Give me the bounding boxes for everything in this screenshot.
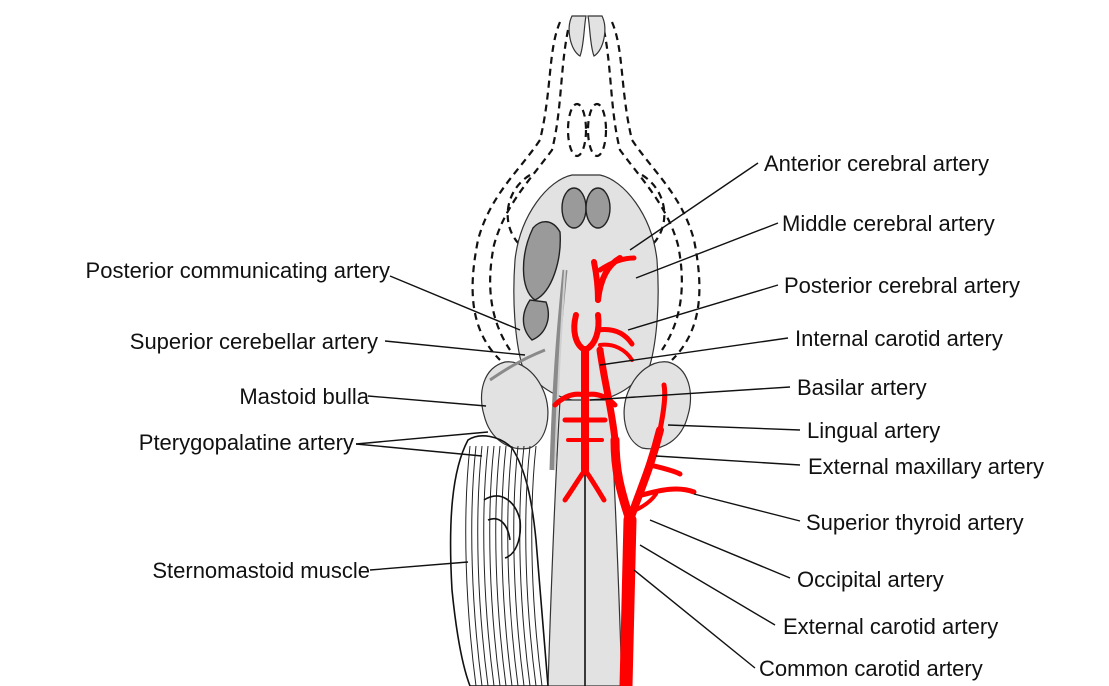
muscle-fiber-line (508, 446, 518, 686)
label-common-carotid-artery: Common carotid artery (759, 656, 983, 681)
muscle-fiber-line (472, 446, 482, 686)
label-internal-carotid-artery: Internal carotid artery (795, 326, 1003, 351)
common-carotid-artery-segment (626, 520, 630, 686)
leader-lingual (668, 425, 800, 430)
muscle-fiber-line (526, 446, 536, 686)
muscle-fiber-line (490, 446, 500, 686)
label-pterygopalatine-artery: Pterygopalatine artery (139, 430, 354, 455)
muscle-fiber-line (520, 446, 530, 686)
internal-carotid-artery-segment (615, 440, 630, 520)
muscle-fiber-line (478, 446, 488, 686)
leader-external-carotid (640, 545, 775, 625)
leader-common-carotid (634, 570, 755, 668)
muscle-fiber-line (532, 446, 542, 686)
label-lingual-artery: Lingual artery (807, 418, 940, 443)
label-superior-cerebellar-artery: Superior cerebellar artery (130, 329, 378, 354)
right-labels: Anterior cerebral artery Middle cerebral… (759, 151, 1044, 681)
leader-occipital (650, 520, 790, 578)
leader-superior-thyroid (694, 494, 800, 521)
leader-external-maxillary (656, 456, 800, 465)
label-anterior-cerebral-artery: Anterior cerebral artery (764, 151, 989, 176)
muscle-fiber-line (496, 446, 506, 686)
label-sternomastoid-muscle: Sternomastoid muscle (152, 558, 370, 583)
leader-posterior-communicating (390, 276, 520, 330)
label-mastoid-bulla: Mastoid bulla (239, 384, 369, 409)
label-middle-cerebral-artery: Middle cerebral artery (782, 211, 995, 236)
superior-thyroid-artery-segment (642, 489, 694, 495)
external-maxillary-artery-segment (650, 465, 680, 474)
label-external-maxillary-artery: External maxillary artery (808, 454, 1044, 479)
leader-pterygopalatine-upper (356, 432, 488, 444)
leader-superior-cerebellar (385, 341, 525, 355)
leader-mastoid-bulla (368, 396, 486, 406)
label-posterior-cerebral-artery: Posterior cerebral artery (784, 273, 1020, 298)
muscle-fiber-line (514, 446, 524, 686)
muscle-fiber-line (502, 446, 512, 686)
label-external-carotid-artery: External carotid artery (783, 614, 998, 639)
muscle-fiber-line (466, 446, 476, 686)
left-labels: Posterior communicating artery Superior … (86, 258, 390, 583)
muscle-fiber-line (484, 446, 494, 686)
label-superior-thyroid-artery: Superior thyroid artery (806, 510, 1024, 535)
sternomastoid-muscle-drawing (451, 436, 548, 686)
label-posterior-communicating-artery: Posterior communicating artery (86, 258, 390, 283)
olfactory-bulbs (569, 16, 605, 56)
label-basilar-artery: Basilar artery (797, 375, 927, 400)
leader-sternomastoid (370, 562, 468, 570)
label-occipital-artery: Occipital artery (797, 567, 944, 592)
leader-anterior-cerebral (630, 163, 758, 250)
